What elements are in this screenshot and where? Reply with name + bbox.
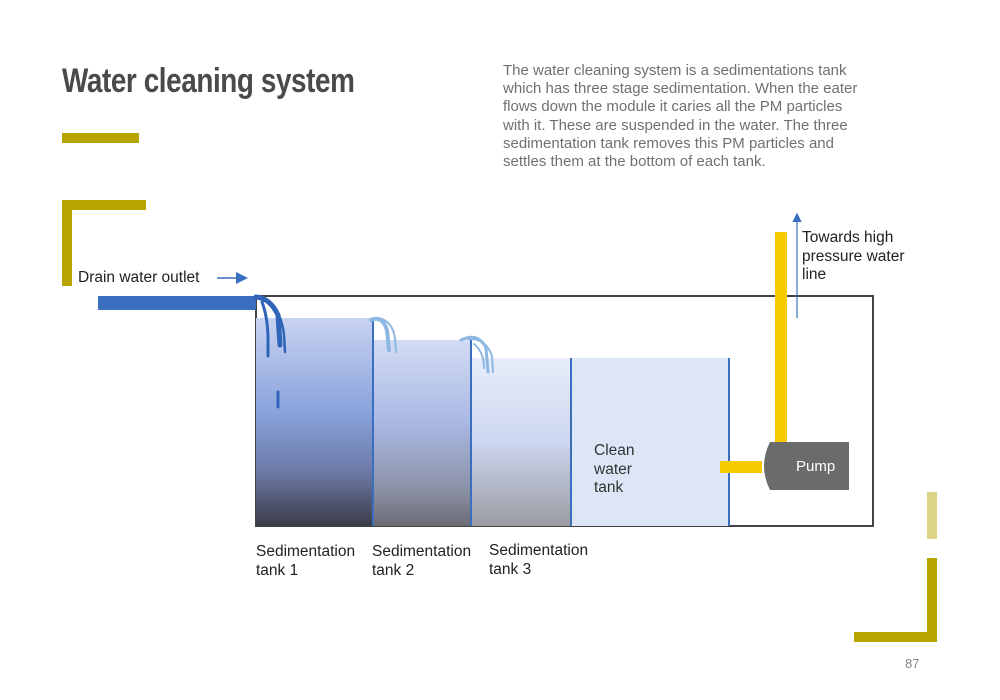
- tank-2-label-line-2: tank 2: [372, 562, 415, 579]
- waterfall-tank-1: [253, 294, 287, 409]
- outlet-destination-label: Towards high pressure water line: [802, 229, 905, 285]
- sedimentation-tank-3-body: [471, 358, 571, 526]
- pump-suction-pipe: [720, 461, 762, 473]
- pump-label: Pump: [796, 458, 836, 475]
- clean-water-tank-label: Clean water tank: [594, 442, 635, 498]
- tank-2-label-line-1: Sedimentation: [372, 543, 472, 560]
- sedimentation-tank-3-label: Sedimentation tank 3: [489, 541, 588, 579]
- clean-tank-label-line-1: Clean: [594, 442, 635, 459]
- page-title: Water cleaning system: [62, 62, 355, 100]
- clean-tank-label-line-3: tank: [594, 479, 624, 496]
- clean-water-tank-body: [571, 358, 729, 526]
- right-accent-bar-light: [927, 492, 937, 539]
- outlet-label-line-1: Towards high: [802, 229, 894, 246]
- pump-outlet-pipe-vertical: [775, 232, 787, 444]
- overflow-tank-3: [459, 335, 494, 374]
- tank-3-label-line-1: Sedimentation: [489, 542, 589, 559]
- drain-inlet-pipe: [98, 296, 256, 310]
- overflow-tank-2: [369, 316, 397, 353]
- drain-water-outlet-label: Drain water outlet: [78, 269, 200, 286]
- tank-3-label-line-2: tank 3: [489, 561, 532, 578]
- corner-bracket-top-vertical: [62, 200, 72, 286]
- corner-bracket-bottom-vertical: [927, 558, 937, 642]
- tank-1-label-line-1: Sedimentation: [256, 543, 356, 560]
- description-paragraph: The water cleaning system is a sedimenta…: [503, 62, 858, 171]
- page-number: 87: [905, 656, 920, 671]
- sedimentation-tank-1-body: [256, 318, 373, 526]
- outlet-label-line-2: pressure water: [802, 247, 905, 265]
- tank-1-label-line-2: tank 1: [256, 562, 299, 579]
- sedimentation-tank-2-label: Sedimentation tank 2: [372, 542, 471, 580]
- clean-tank-label-line-2: water: [594, 460, 632, 478]
- pump-body: [764, 442, 849, 490]
- sedimentation-tank-1-label: Sedimentation tank 1: [256, 542, 355, 580]
- title-underline-bar: [62, 133, 139, 143]
- outlet-label-line-3: line: [802, 266, 827, 283]
- corner-bracket-top-horizontal: [62, 200, 146, 210]
- sedimentation-tank-2-body: [373, 340, 471, 526]
- corner-bracket-bottom-horizontal: [854, 632, 937, 642]
